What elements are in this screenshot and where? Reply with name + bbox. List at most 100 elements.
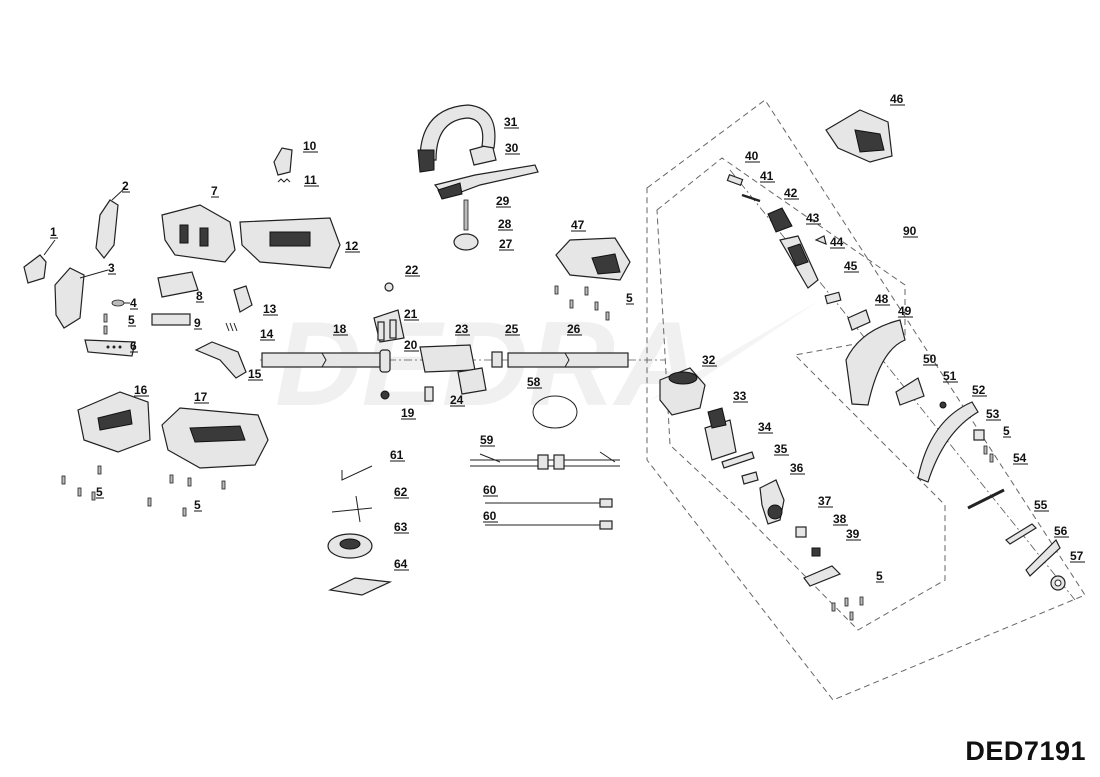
part-label-3: 3 <box>108 261 115 275</box>
part-label-61: 61 <box>390 448 404 462</box>
part-32 <box>659 367 706 416</box>
part-label-31: 31 <box>504 115 518 129</box>
part-label-32: 32 <box>702 353 716 367</box>
part-label-26: 26 <box>567 322 581 336</box>
part-7 <box>161 204 236 263</box>
part-41 <box>741 193 761 203</box>
part-label-29: 29 <box>496 194 510 208</box>
part-label-1: 1 <box>50 225 57 239</box>
part-20 <box>379 349 391 373</box>
part-label-25: 25 <box>505 322 519 336</box>
part-label-30: 30 <box>505 141 519 155</box>
part-6 <box>84 339 136 357</box>
part-36 <box>759 479 785 525</box>
inner-dashed-frame-90 <box>656 157 946 631</box>
part-label-55: 55 <box>1034 498 1048 512</box>
outer-dashed-frame <box>646 99 1086 701</box>
part-label-64: 64 <box>394 557 408 571</box>
part-45 <box>824 291 842 305</box>
part-label-47: 47 <box>571 218 585 232</box>
part-label-58: 58 <box>527 375 541 389</box>
part-19 <box>380 390 390 400</box>
part-8 <box>157 271 199 298</box>
part-18 <box>261 352 381 368</box>
part-2 <box>95 187 126 259</box>
part-label-42: 42 <box>784 186 798 200</box>
part-13 <box>233 285 253 313</box>
part-31 <box>417 104 496 173</box>
part-label-12: 12 <box>345 239 359 253</box>
part-58 <box>532 395 578 429</box>
part-label-40: 40 <box>745 149 759 163</box>
part-label-11: 11 <box>304 173 317 187</box>
part-40 <box>726 174 744 186</box>
part-label-90: 90 <box>903 224 917 238</box>
part-label-15: 15 <box>248 367 262 381</box>
part-46 <box>825 109 893 163</box>
part-44 <box>814 235 827 245</box>
part-63 <box>327 533 373 559</box>
part-label-13: 13 <box>263 302 277 316</box>
part-label-5-6: 5 <box>876 569 883 583</box>
part-56 <box>1025 538 1061 577</box>
part-label-19: 19 <box>401 406 415 420</box>
part-label-60: 60 <box>483 483 497 497</box>
part-label-33: 33 <box>733 389 747 403</box>
part-label-45: 45 <box>844 259 858 273</box>
part-59 <box>470 451 620 470</box>
part-label-52: 52 <box>972 383 986 397</box>
part-label-18: 18 <box>333 322 347 336</box>
part-11 <box>277 178 291 183</box>
part-label-51: 51 <box>943 369 957 383</box>
part-22 <box>384 282 394 292</box>
part-label-21: 21 <box>404 307 418 321</box>
part-label-5-5: 5 <box>1003 424 1010 438</box>
part-label-27: 27 <box>499 237 513 251</box>
part-label-44: 44 <box>830 235 844 249</box>
part-label-22: 22 <box>405 263 419 277</box>
part-64 <box>327 577 393 596</box>
part-33 <box>704 407 737 461</box>
part-25 <box>491 351 503 368</box>
part-47 <box>555 237 631 281</box>
part-label-16: 16 <box>134 383 148 397</box>
part-1 <box>23 239 56 284</box>
part-label-20: 20 <box>404 338 418 352</box>
part-51 <box>939 401 947 409</box>
part-label-8: 8 <box>196 289 203 303</box>
part-label-57: 57 <box>1070 549 1084 563</box>
part-label-4: 4 <box>130 296 137 310</box>
part-38 <box>811 547 821 557</box>
part-62 <box>331 495 373 523</box>
part-label-54: 54 <box>1013 451 1027 465</box>
part-label-34: 34 <box>758 420 772 434</box>
part-label-39: 39 <box>846 527 860 541</box>
part-16 <box>77 391 151 453</box>
part-label-23: 23 <box>455 322 469 336</box>
part-label-5: 5 <box>128 313 135 327</box>
part-label-36: 36 <box>790 461 804 475</box>
part-35 <box>741 471 759 485</box>
part-label-46: 46 <box>890 92 904 106</box>
part-label-49: 49 <box>898 304 912 318</box>
part-50 <box>895 377 925 406</box>
part-label-38: 38 <box>833 512 847 526</box>
part-label-24: 24 <box>450 393 464 407</box>
part-label-43: 43 <box>806 211 820 225</box>
part-26 <box>507 352 629 368</box>
part-label-59: 59 <box>480 433 494 447</box>
part-17 <box>161 407 269 469</box>
part-21 <box>373 309 405 343</box>
part-14 <box>225 322 238 332</box>
part-label-60-2: 60 <box>483 509 497 523</box>
part-label-63: 63 <box>394 520 408 534</box>
part-5-screws <box>61 285 994 621</box>
part-label-6: 6 <box>130 339 137 353</box>
part-49 <box>845 319 906 406</box>
part-label-56: 56 <box>1054 524 1068 538</box>
part-label-50: 50 <box>923 352 937 366</box>
part-37 <box>795 526 807 538</box>
part-label-37: 37 <box>818 494 832 508</box>
